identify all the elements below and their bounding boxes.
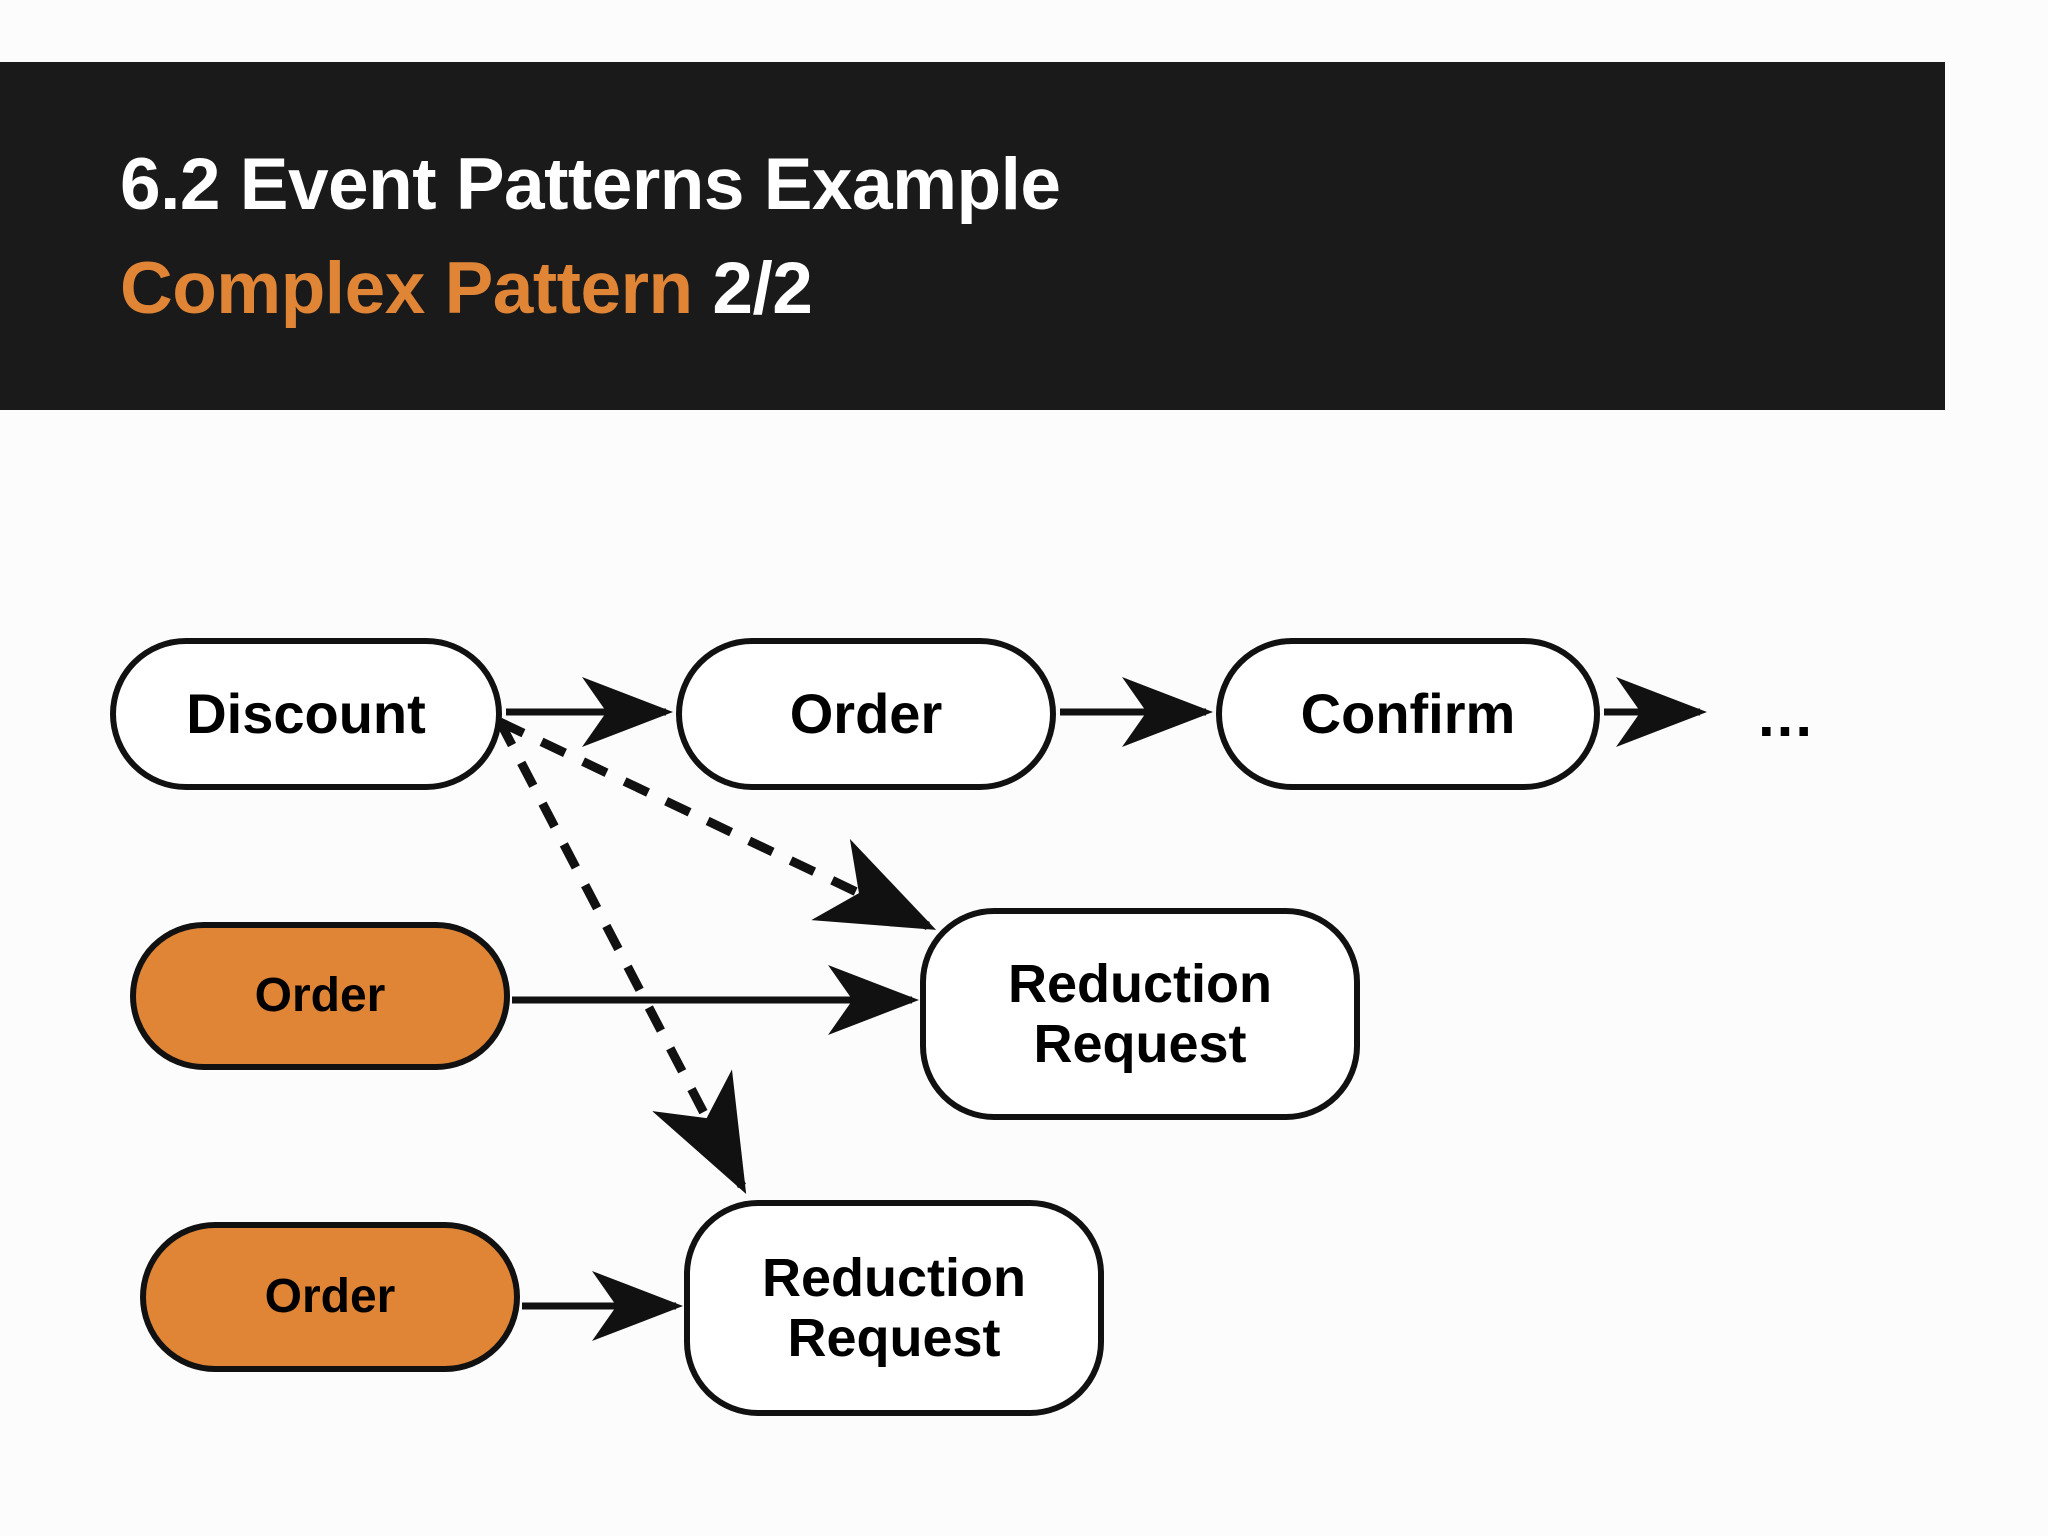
node-discount[interactable]: Discount <box>110 638 502 790</box>
slide-subtitle-rest: 2/2 <box>692 248 813 329</box>
slide-title-line-2: Complex Pattern 2/2 <box>120 252 813 325</box>
node-order-top[interactable]: Order <box>676 638 1056 790</box>
continuation-ellipsis: ... <box>1758 682 1815 749</box>
slide-title-line-1: 6.2 Event Patterns Example <box>120 144 1061 225</box>
node-order-bottom[interactable]: Order <box>140 1222 520 1372</box>
slide-header-bar: 6.2 Event Patterns Example Complex Patte… <box>0 62 1945 410</box>
edge-discount-to-reduction-bot <box>496 719 747 1194</box>
node-order-middle[interactable]: Order <box>130 922 510 1070</box>
node-confirm[interactable]: Confirm <box>1216 638 1600 790</box>
slide-subtitle-accent: Complex Pattern <box>120 248 693 329</box>
